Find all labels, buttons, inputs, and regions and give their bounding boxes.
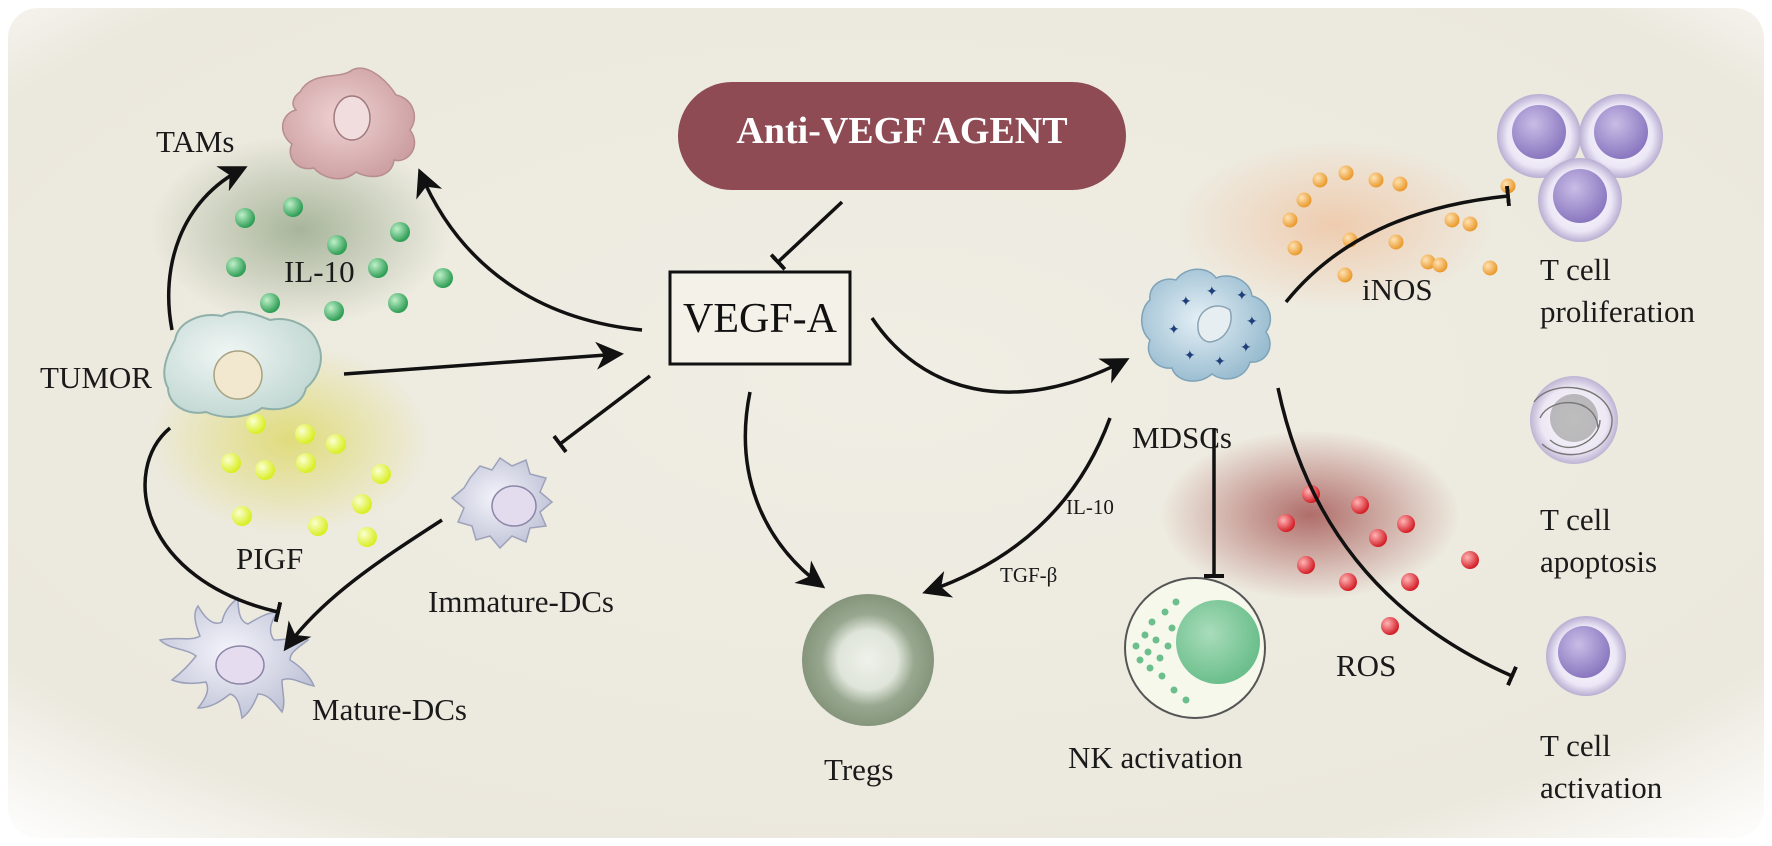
anti-vegf-banner — [678, 82, 1126, 190]
ros-glow — [1160, 430, 1460, 600]
immature-dcs-label: Immature-DCs — [428, 584, 614, 619]
svg-text:✦: ✦ — [1236, 288, 1248, 304]
nk-cell — [1124, 577, 1266, 719]
svg-text:✦: ✦ — [1184, 348, 1196, 364]
treg-cell — [802, 594, 934, 726]
mdscs-label: MDSCs — [1132, 420, 1232, 455]
mature-dcs-label: Mature-DCs — [312, 692, 467, 727]
mdsc-inhibits-t-activation — [1276, 387, 1518, 686]
svg-text:✦: ✦ — [1206, 284, 1218, 300]
nk-activation-label: NK activation — [1068, 740, 1243, 775]
il10-arrow-label: IL-10 — [1066, 495, 1114, 519]
inos-particles — [1282, 165, 1516, 283]
tumor-cell — [163, 310, 322, 418]
t-apoptosis-label-1: T cell — [1540, 502, 1611, 537]
immature-to-mature-dc-arrow — [283, 518, 443, 652]
svg-text:✦: ✦ — [1240, 340, 1252, 356]
il10-particles — [226, 197, 453, 321]
anti-vegf-inhibits-vegf — [769, 200, 844, 271]
svg-text:✦: ✦ — [1214, 354, 1226, 370]
tumor-inhibits-mature-dc — [143, 426, 283, 623]
inos-label: iNOS — [1362, 272, 1433, 307]
t-proliferation-label-2: proliferation — [1540, 294, 1695, 329]
tam-cell — [282, 67, 416, 180]
tams-label: TAMs — [156, 124, 234, 159]
vegf-a-label: VEGF-A — [683, 296, 838, 342]
t-proliferation-label-1: T cell — [1540, 252, 1611, 287]
tgfb-arrow-label: TGF-β — [1000, 563, 1057, 587]
anti-vegf-label: Anti-VEGF AGENT — [736, 110, 1067, 152]
ros-particles — [1277, 485, 1479, 635]
tumor-to-tams-arrow — [166, 166, 248, 331]
mdsc-to-tregs-arrow — [922, 417, 1112, 598]
svg-text:✦: ✦ — [1168, 322, 1180, 338]
tumor-label: TUMOR — [40, 360, 152, 395]
pigf-label: PIGF — [236, 541, 303, 576]
inos-glow — [1175, 140, 1495, 310]
t-cells-proliferation — [1497, 94, 1663, 242]
pathway-lines — [143, 166, 1518, 686]
t-activation-label-1: T cell — [1540, 728, 1611, 763]
il10-cluster-label: IL-10 — [284, 254, 355, 289]
vegf-inhibits-immature-dc — [552, 374, 652, 454]
ros-label: ROS — [1336, 648, 1396, 683]
svg-text:✦: ✦ — [1180, 294, 1192, 310]
immature-dc-cell — [450, 456, 554, 550]
mature-dc-cell — [158, 596, 316, 720]
tumor-to-vegf-arrow — [343, 341, 624, 376]
svg-text:✦: ✦ — [1246, 314, 1258, 330]
mdsc-cell: ✦✦✦ ✦✦✦ ✦✦ — [1141, 268, 1272, 382]
vegf-to-tams-arrow — [416, 168, 643, 332]
pigf-particles — [221, 414, 391, 547]
vegf-a-box — [668, 270, 852, 366]
t-activation-label-2: activation — [1540, 770, 1663, 805]
t-cell-apoptosis — [1530, 376, 1618, 464]
t-apoptosis-label-2: apoptosis — [1540, 544, 1657, 579]
t-cell-activation — [1546, 616, 1626, 696]
mdsc-inhibits-t-proliferation — [1284, 185, 1512, 304]
tregs-label: Tregs — [824, 752, 894, 787]
vegf-to-tregs-arrow — [743, 391, 826, 589]
vegf-to-mdsc-arrow — [870, 317, 1130, 394]
